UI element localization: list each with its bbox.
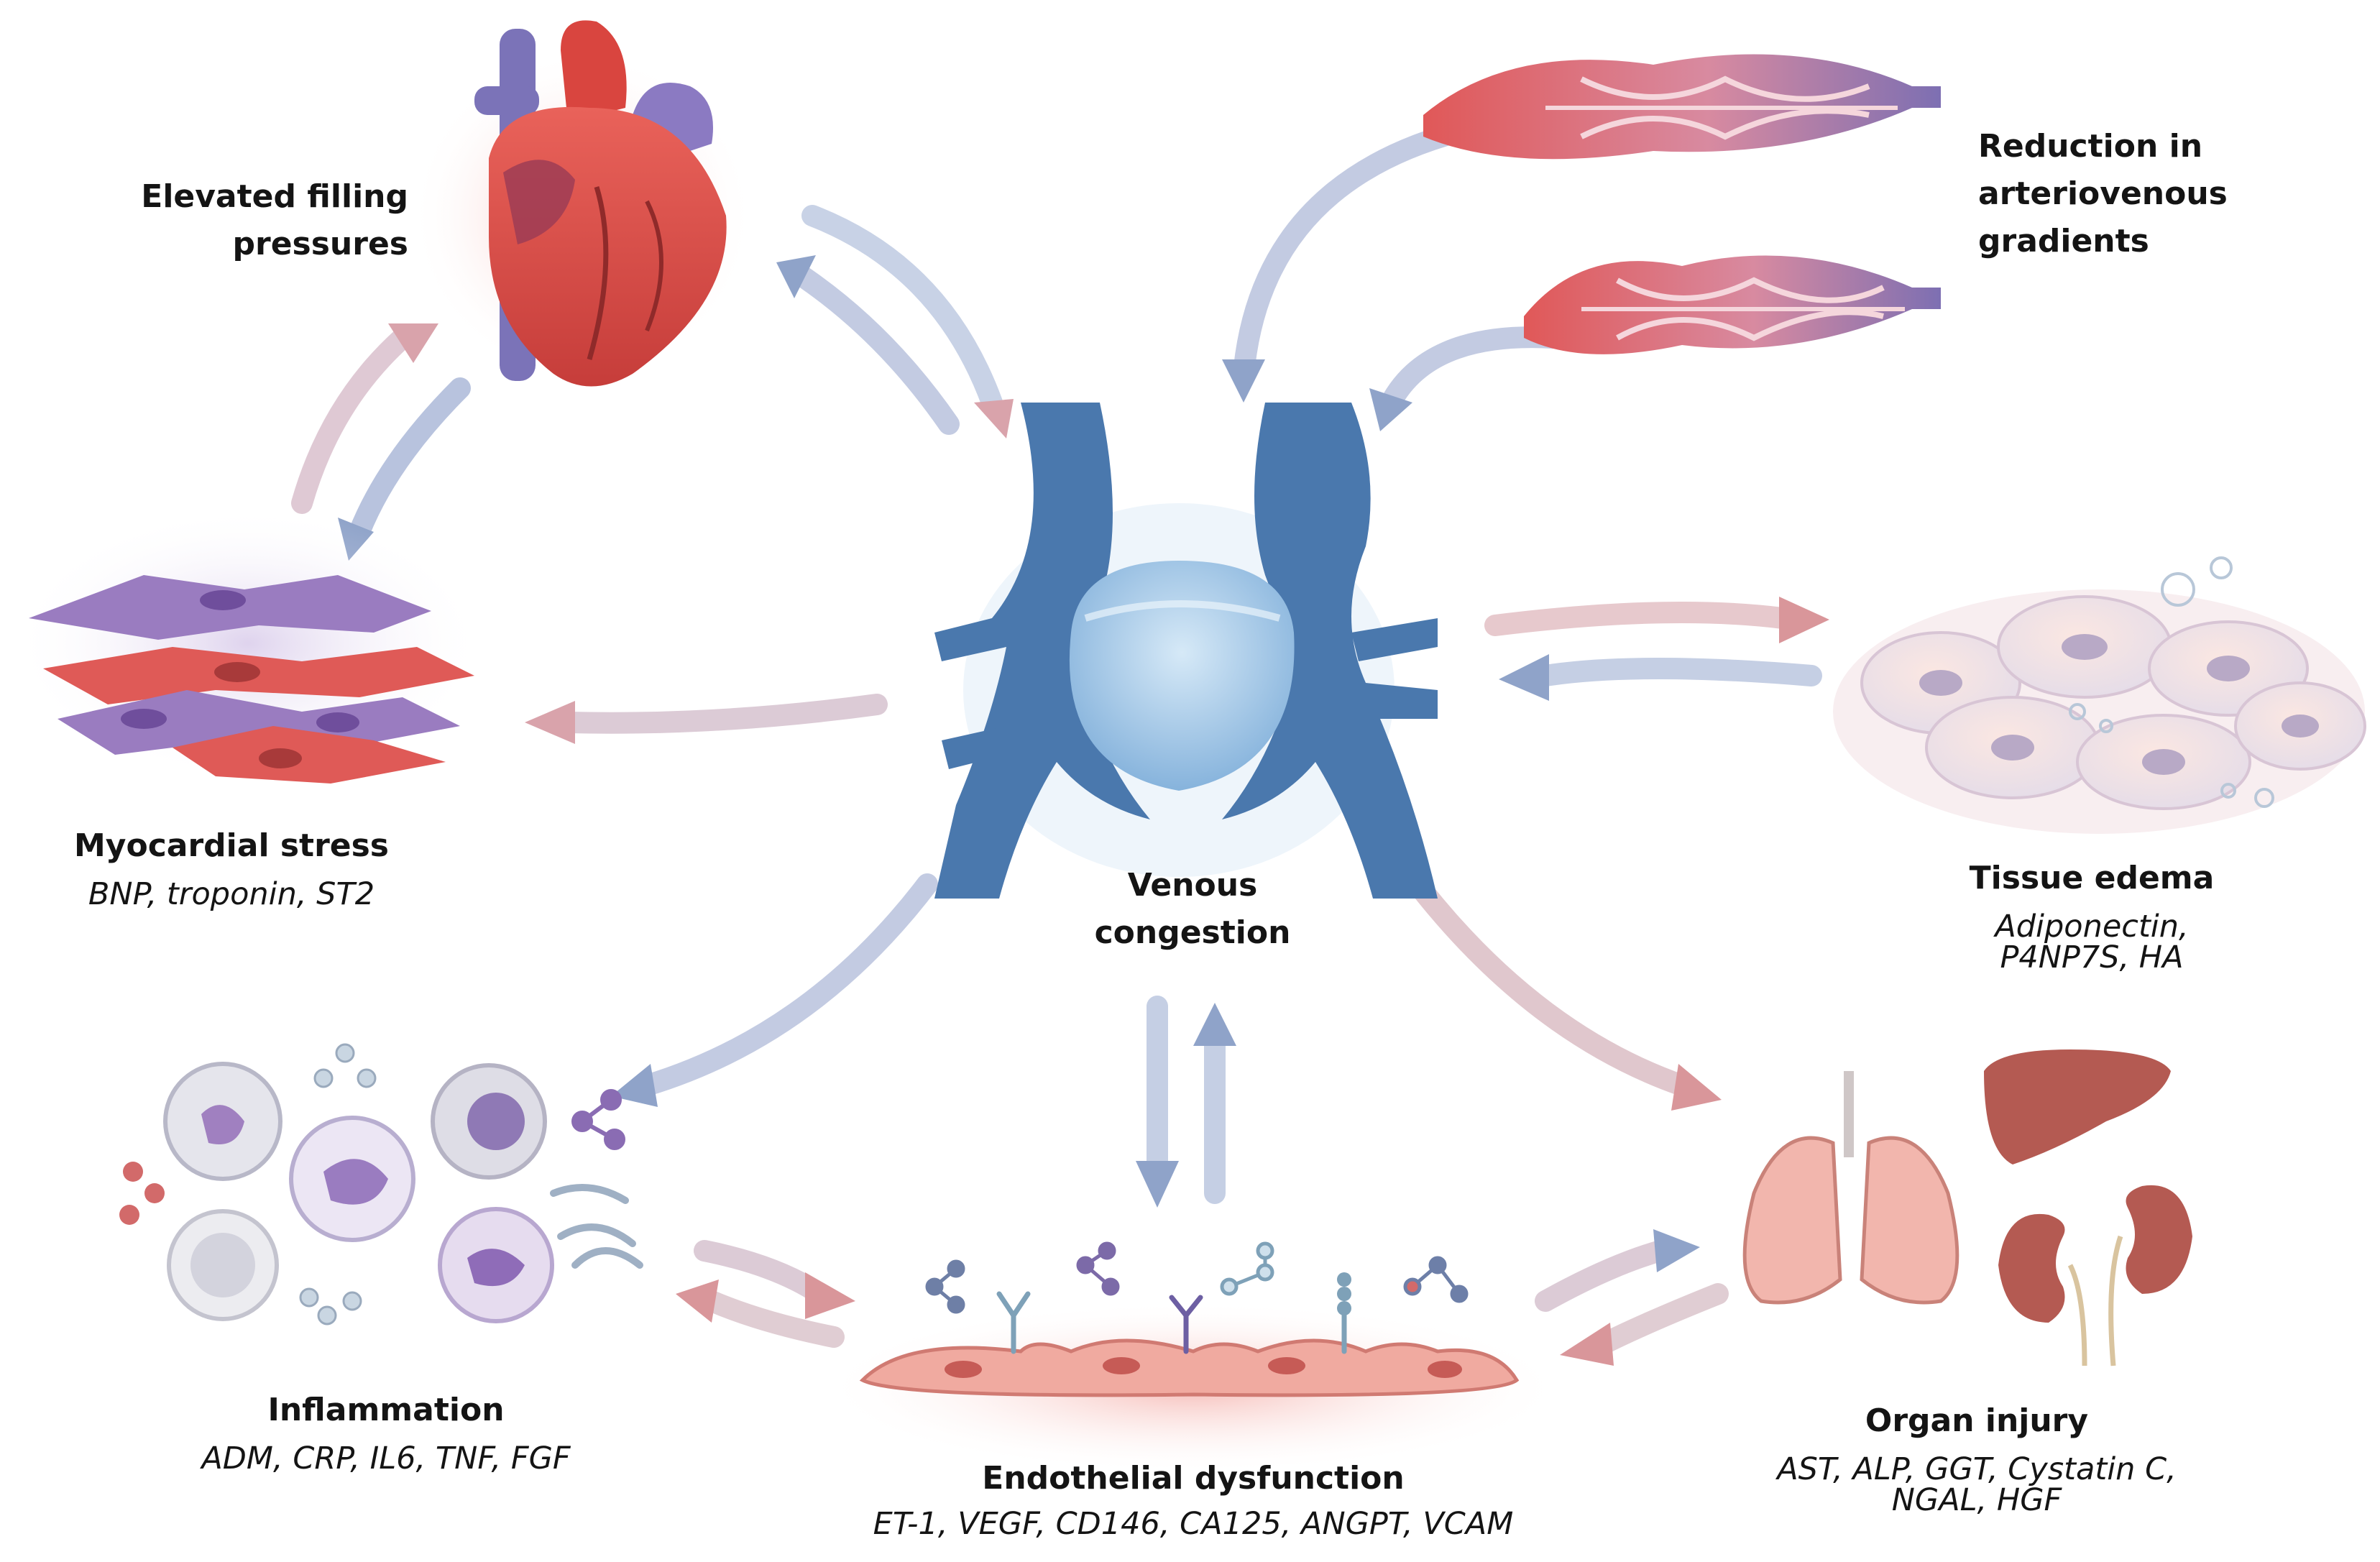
heart-illustration xyxy=(410,20,755,387)
elevated-filling-label: Elevated filling pressures xyxy=(115,181,408,260)
inflammation-label: Inflammation ADM, CRP, IL6, TNF, FGF xyxy=(201,1395,570,1474)
arrow-endo-to-organ xyxy=(1535,1240,1671,1312)
vessel-bed-top xyxy=(1423,54,1941,160)
arrow-head xyxy=(1779,597,1829,643)
myocardial-cells xyxy=(11,507,485,784)
edema-markers: Adiponectin, P4NP7S, HA xyxy=(1995,909,2189,975)
arrow-edema-to-venous xyxy=(1535,658,1822,686)
arrow-av2-to-venous xyxy=(1377,326,1563,421)
tissue-edema-label: Tissue edema Adiponectin, P4NP7S, HA xyxy=(1948,863,2236,973)
arrow-venous-to-myo xyxy=(557,694,888,734)
endothelial-markers: ET-1, VEGF, CD146, CA125, ANGPT, VCAM xyxy=(873,1506,1514,1542)
molecule-icon xyxy=(925,1259,965,1314)
vein-left-trunk xyxy=(934,403,1150,899)
arrow-head xyxy=(676,1280,719,1323)
organ-title: Organ injury xyxy=(1865,1402,2089,1439)
molecule-icon xyxy=(571,1089,625,1150)
edema-title: Tissue edema xyxy=(1969,860,2215,896)
arrow-inflam-to-endo xyxy=(694,1240,830,1305)
myocardial-stress-label: Myocardial stress BNP, troponin, ST2 xyxy=(74,830,389,910)
av-line-1: Reduction in xyxy=(1978,128,2203,165)
organ-markers: AST, ALP, GGT, Cystatin C, NGAL, HGF xyxy=(1777,1451,2177,1518)
venous-line-1: Venous xyxy=(1127,867,1258,904)
arrow-organ-to-endo xyxy=(1592,1283,1729,1355)
arrow-heart-to-venous xyxy=(801,205,1003,413)
arrow-head xyxy=(974,399,1014,438)
inflammation-cells xyxy=(119,1043,643,1326)
arrow-head xyxy=(1193,1003,1236,1046)
av-line-2: arteriovenous xyxy=(1978,175,2228,212)
endothelium-illustration xyxy=(819,1241,1567,1474)
arrow-head xyxy=(776,255,816,298)
vein-left-branch-low xyxy=(942,726,1006,769)
arrow-head xyxy=(1136,1161,1179,1208)
arrow-venous-to-edema xyxy=(1484,602,1793,636)
arrow-myo-to-heart xyxy=(291,327,413,514)
venous-congestion-label: Venous congestion xyxy=(1095,870,1291,949)
arrow-heart-to-myo xyxy=(349,377,471,543)
av-line-3: gradients xyxy=(1978,223,2149,259)
arrow-venous-to-heart xyxy=(787,262,960,435)
organ-illustrations xyxy=(1742,1049,2192,1366)
molecule-icon xyxy=(1076,1241,1120,1296)
myocardial-markers: BNP, troponin, ST2 xyxy=(88,876,375,912)
endothelial-dysfunction-label: Endothelial dysfunction ET-1, VEGF, CD14… xyxy=(873,1463,1514,1540)
filling-line-1: Elevated filling xyxy=(141,178,408,215)
arrow-head xyxy=(611,1064,658,1107)
myocardial-title: Myocardial stress xyxy=(74,827,389,864)
kidney-icon xyxy=(1998,1185,2192,1366)
arrow-endo-to-inflam xyxy=(701,1290,845,1348)
arrow-venous-to-organ xyxy=(1412,881,1693,1096)
vessel-bed-bottom xyxy=(1524,255,1941,354)
inflammation-markers: ADM, CRP, IL6, TNF, FGF xyxy=(201,1441,571,1476)
arrow-head xyxy=(805,1272,855,1319)
arrow-head xyxy=(525,701,575,744)
venous-congestion-illustration xyxy=(934,403,1438,899)
arrow-head xyxy=(1369,388,1412,431)
organ-injury-label: Organ injury AST, ALP, GGT, Cystatin C, … xyxy=(1775,1405,2179,1516)
arrow-venous-to-inflam xyxy=(636,873,938,1096)
molecule-icon xyxy=(1403,1256,1469,1303)
molecule-icon xyxy=(1220,1241,1274,1296)
liver-icon xyxy=(1984,1049,2171,1164)
inflammation-title: Inflammation xyxy=(267,1392,505,1428)
venous-line-2: congestion xyxy=(1094,914,1291,951)
arrow-head xyxy=(1499,654,1549,701)
endothelial-title: Endothelial dysfunction xyxy=(982,1460,1405,1497)
tissue-edema-cells xyxy=(1833,556,2366,834)
arrow-head xyxy=(388,323,438,363)
arteriovenous-vessels xyxy=(1423,54,1941,354)
arrow-head xyxy=(1671,1064,1722,1111)
arrow-head xyxy=(1653,1229,1700,1272)
vein-right-branch xyxy=(1351,618,1438,661)
lungs-icon xyxy=(1742,1071,1959,1305)
vein-right-trunk xyxy=(1222,403,1438,899)
venous-pool xyxy=(1069,561,1295,791)
arrow-head xyxy=(1560,1323,1614,1366)
filling-line-2: pressures xyxy=(232,226,408,262)
arrow-head xyxy=(1222,359,1265,403)
flow-arrows xyxy=(291,104,1829,1366)
arteriovenous-label: Reduction in arteriovenous gradients xyxy=(1978,131,2228,257)
